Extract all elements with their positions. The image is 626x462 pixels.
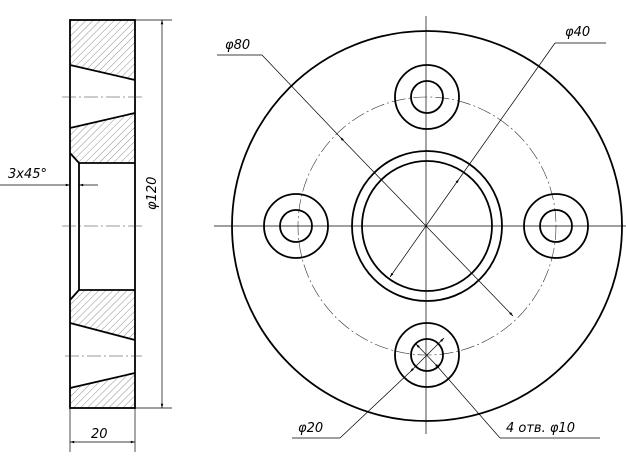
dimension-line-bore [389, 178, 460, 278]
bolt-hole-left [263, 193, 329, 259]
dimension-line-hole [415, 343, 440, 369]
hatch-top [70, 20, 135, 80]
outer-circle [231, 30, 623, 422]
label-chamfer: 3x45° [8, 167, 47, 182]
dimension-line-bolt-circle [339, 136, 514, 317]
label-bolt-circle-diameter: φ80 [225, 38, 250, 53]
hatch-upper-mid [70, 113, 135, 163]
label-holes: 4 отв. φ10 [506, 421, 575, 436]
section-view: φ120 20 3x45° [0, 19, 172, 452]
hatch-lower-mid [70, 290, 135, 340]
label-thickness: 20 [91, 427, 108, 442]
label-bore-diameter: φ40 [565, 25, 590, 40]
bolt-hole-top [394, 64, 460, 130]
label-counterbore-diameter: φ20 [298, 421, 323, 436]
hatch-bottom [70, 373, 135, 408]
bolt-hole-right [523, 193, 589, 259]
section-outline [69, 19, 136, 409]
front-view: φ80 φ40 φ20 4 отв. φ10 [214, 16, 626, 439]
label-outer-diameter: φ120 [145, 177, 160, 210]
